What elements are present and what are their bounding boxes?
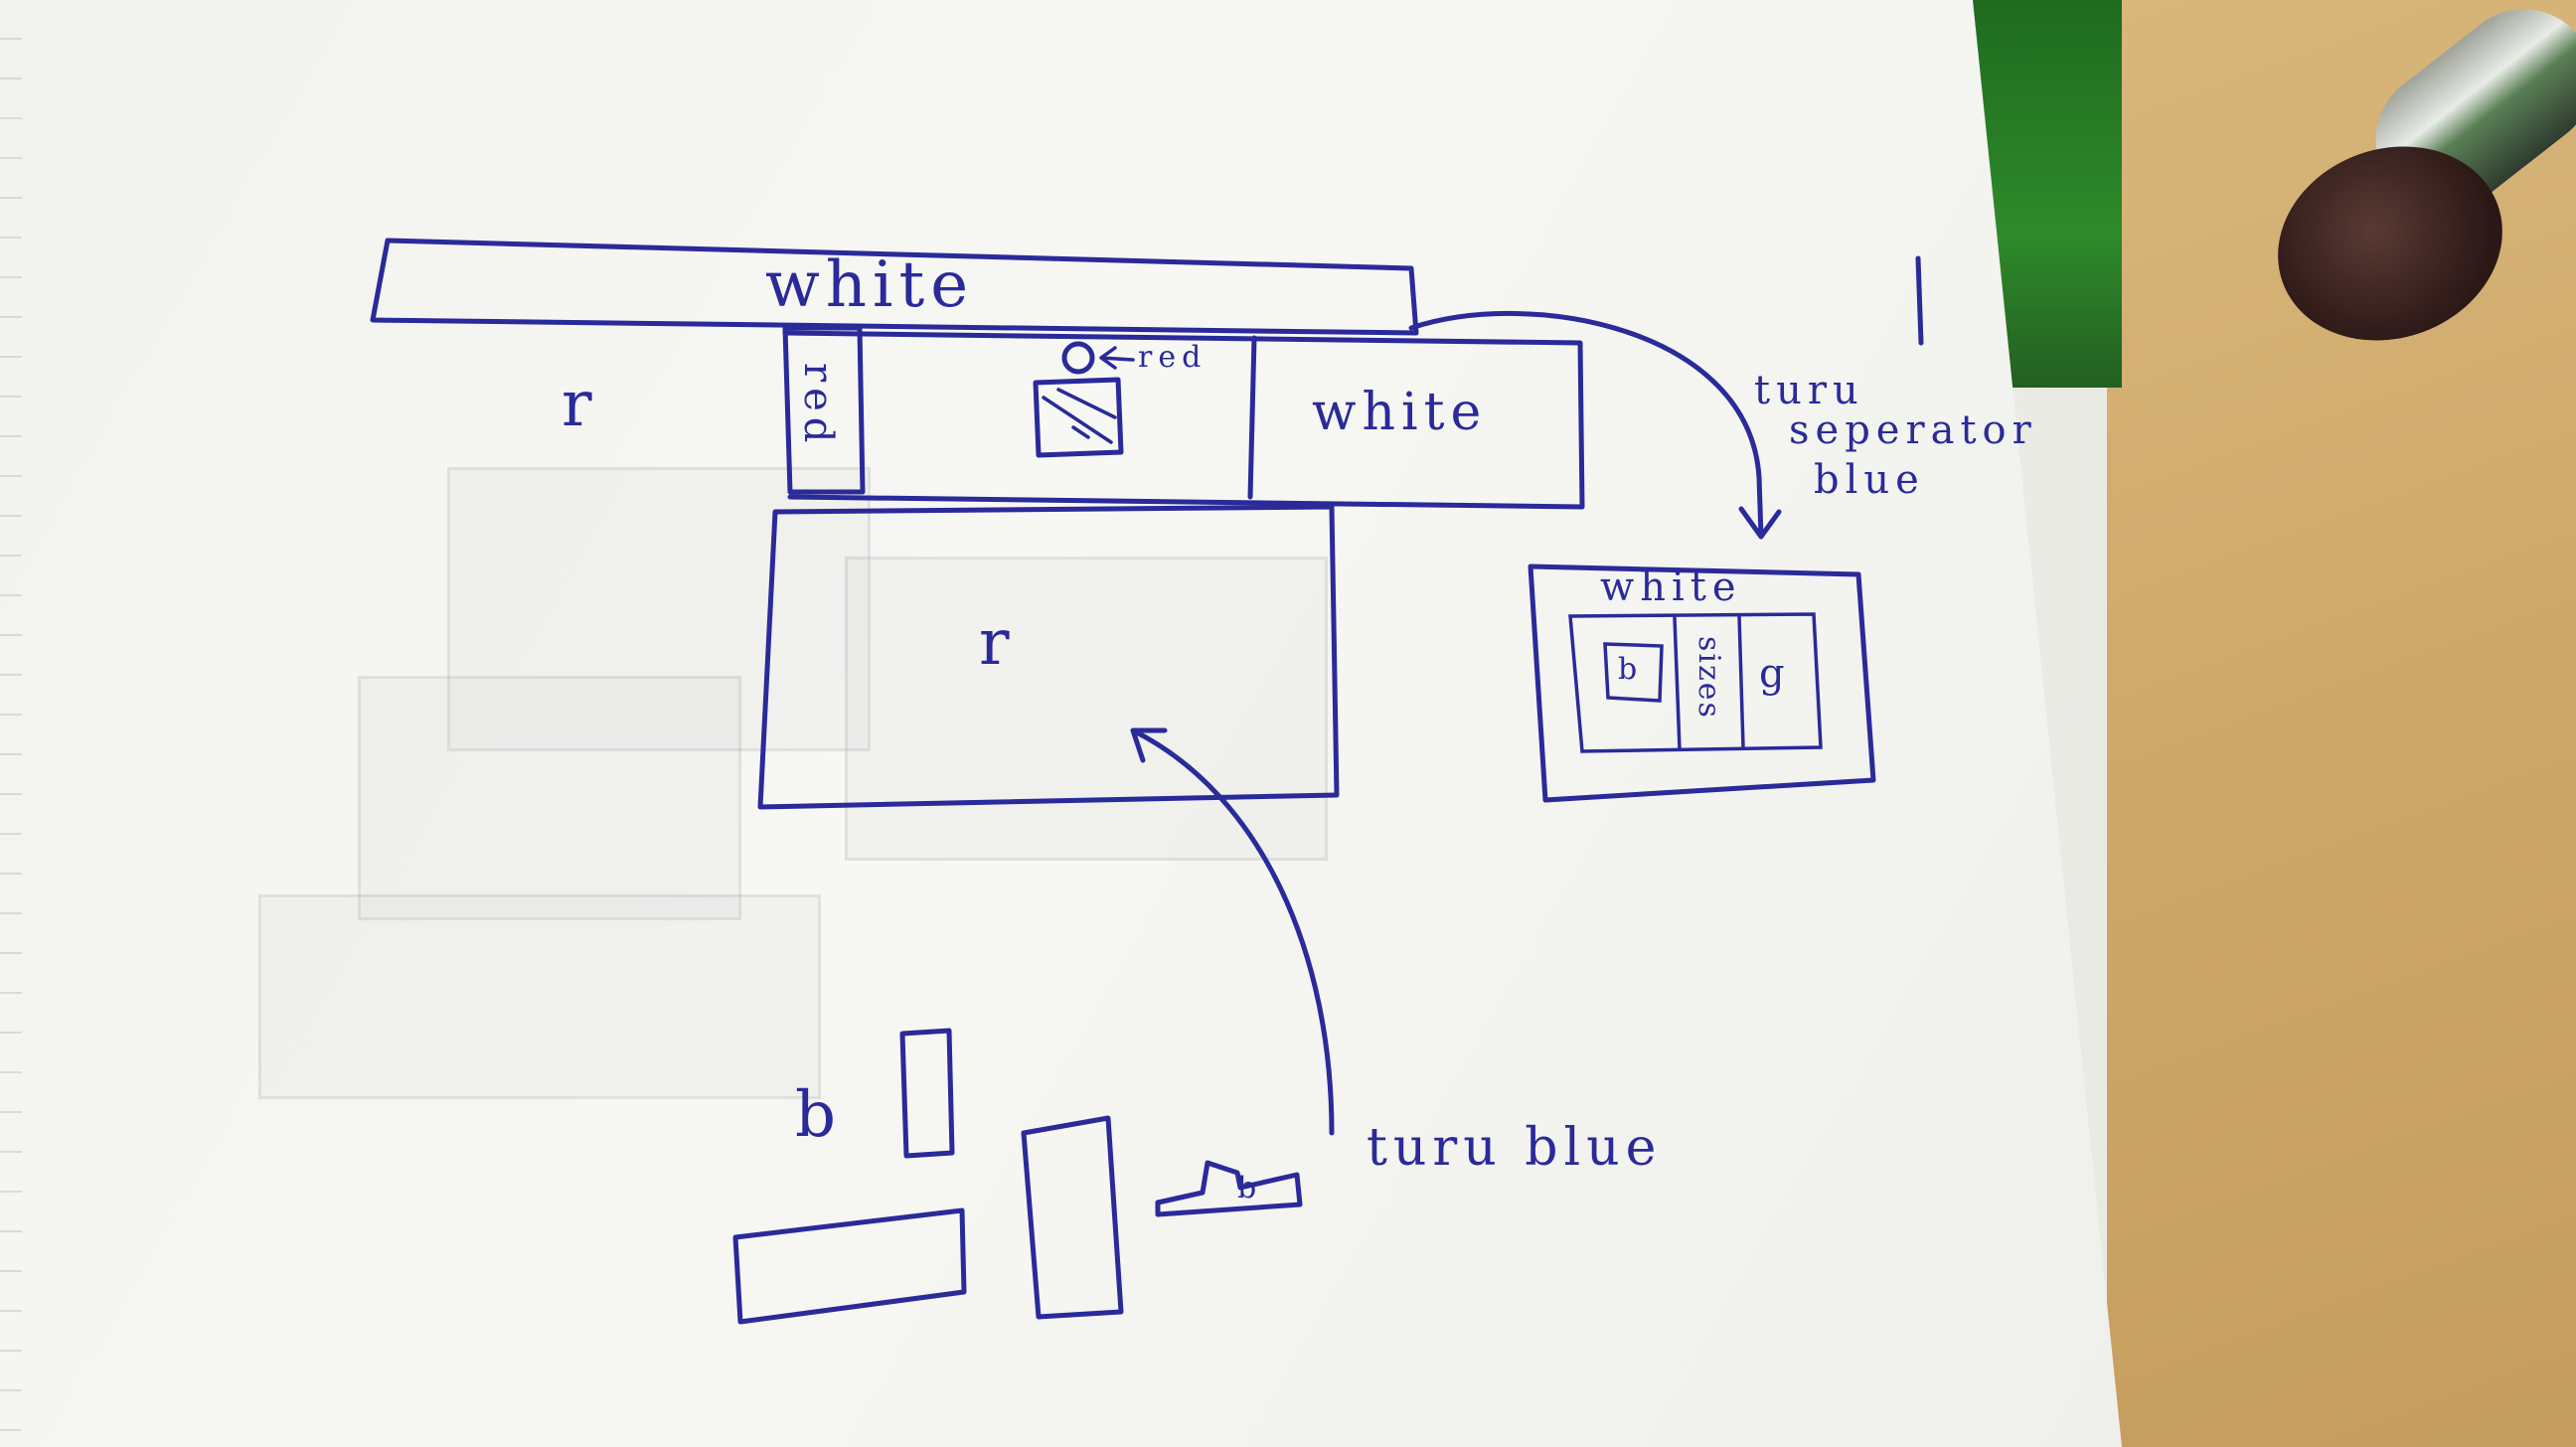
mini-icon-box [1603,642,1664,703]
bleed-through-shape [358,676,741,920]
mini-preview-box [1528,563,1876,803]
turn-separator-line3: blue [1814,457,1925,503]
turn-separator-line2: seperator [1789,407,2037,453]
mini-divider-1 [1673,616,1682,751]
mini-inner-box [1568,612,1823,753]
right-box-label: white [1312,383,1488,442]
mini-right-label: g [1759,651,1791,697]
red-dot-icon [1061,341,1095,375]
main-content-box [757,504,1340,810]
small-tall-box [899,1028,955,1159]
tab-label: b [1237,1171,1263,1206]
b-label: b [795,1078,842,1152]
paper-sheet [0,0,2122,1447]
image-icon-box [1033,377,1124,458]
notebook-edge [0,0,22,1447]
bleed-through-shape [845,557,1328,861]
mini-middle-label: sizes [1691,636,1726,720]
turn-blue-label: turu blue [1367,1118,1663,1178]
red-column-box [782,325,866,495]
turn-blue-arrow [1130,727,1335,1136]
mini-header-label: white [1600,564,1742,610]
mini-left-label: b [1618,652,1644,687]
main-r-label: r [979,606,1016,680]
bleed-through-shape [447,467,871,751]
left-r-label: r [562,368,598,441]
red-dot-arrow [1099,346,1135,370]
turn-separator-arrow [1408,311,1782,540]
red-pointer-label: red [1138,340,1208,375]
top-bar-box [370,238,1419,336]
tab-shape [1155,1160,1303,1217]
right-box-divider [1247,335,1257,500]
image-icon-hatch [1042,388,1117,444]
bleed-through-shape [258,894,821,1099]
wide-bar-box [732,1207,967,1325]
red-column-label: red [795,363,841,449]
turn-separator-line1: turu [1754,368,1864,413]
top-bar-label: white [765,248,975,322]
tall-panel-box [1021,1115,1124,1320]
mini-divider-2 [1737,614,1745,749]
toolbar-strip-box [782,330,1585,510]
stray-mark [1915,255,1924,346]
